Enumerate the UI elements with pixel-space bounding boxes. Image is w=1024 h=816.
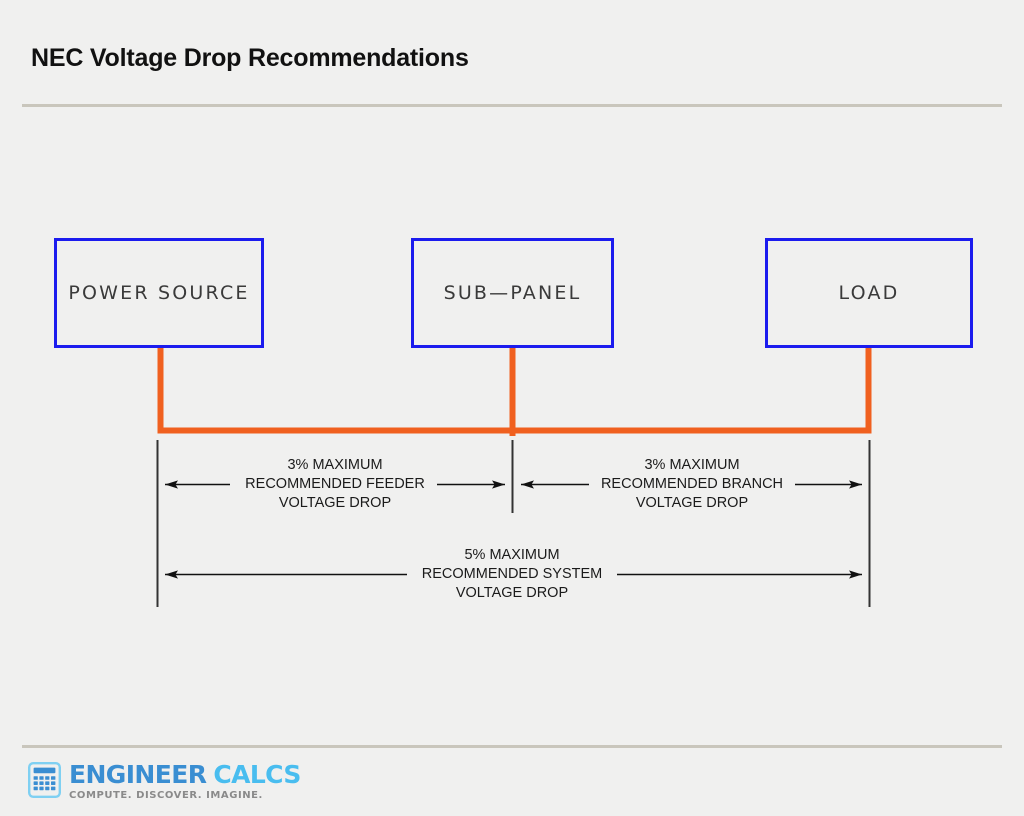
node-label-power-source: POWER SOURCE <box>68 282 250 304</box>
diagram-node-load[interactable]: LOAD <box>765 238 973 348</box>
header-divider <box>22 104 1002 107</box>
dimension-label-system: 5% MAXIMUM RECOMMENDED SYSTEM VOLTAGE DR… <box>357 546 667 603</box>
page-title: NEC Voltage Drop Recommendations <box>31 44 469 72</box>
dimension-label-system-line1: 5% MAXIMUM <box>464 547 560 563</box>
dimension-label-system-line3: VOLTAGE DROP <box>455 585 569 601</box>
footer-divider <box>22 745 1002 748</box>
dimension-label-feeder-line2: RECOMMENDED FEEDER <box>245 476 425 492</box>
dimension-label-branch: 3% MAXIMUM RECOMMENDED BRANCH VOLTAGE DR… <box>537 456 847 513</box>
node-label-load: LOAD <box>838 282 900 304</box>
dimension-label-branch-line2: RECOMMENDED BRANCH <box>600 476 784 492</box>
node-label-sub-panel: SUB—PANEL <box>443 282 582 304</box>
calculator-icon <box>28 762 61 798</box>
dimension-label-branch-line1: 3% MAXIMUM <box>644 457 740 473</box>
diagram-node-sub-panel[interactable]: SUB—PANEL <box>411 238 614 348</box>
dimension-label-branch-line3: VOLTAGE DROP <box>635 495 749 511</box>
dimension-label-feeder-line3: VOLTAGE DROP <box>278 495 392 511</box>
dimension-label-feeder: 3% MAXIMUM RECOMMENDED FEEDER VOLTAGE DR… <box>180 456 490 513</box>
wiring-orange <box>157 347 872 436</box>
diagram-node-power-source[interactable]: POWER SOURCE <box>54 238 264 348</box>
brand-name-word2: CALCS <box>213 760 301 789</box>
dimension-label-feeder-line1: 3% MAXIMUM <box>287 457 383 473</box>
brand-tagline: COMPUTE. DISCOVER. IMAGINE. <box>69 790 263 801</box>
dimension-extension-lines <box>156 440 871 607</box>
dimension-label-system-line2: RECOMMENDED SYSTEM <box>421 566 603 582</box>
brand-name-word1: ENGINEER <box>69 760 207 789</box>
